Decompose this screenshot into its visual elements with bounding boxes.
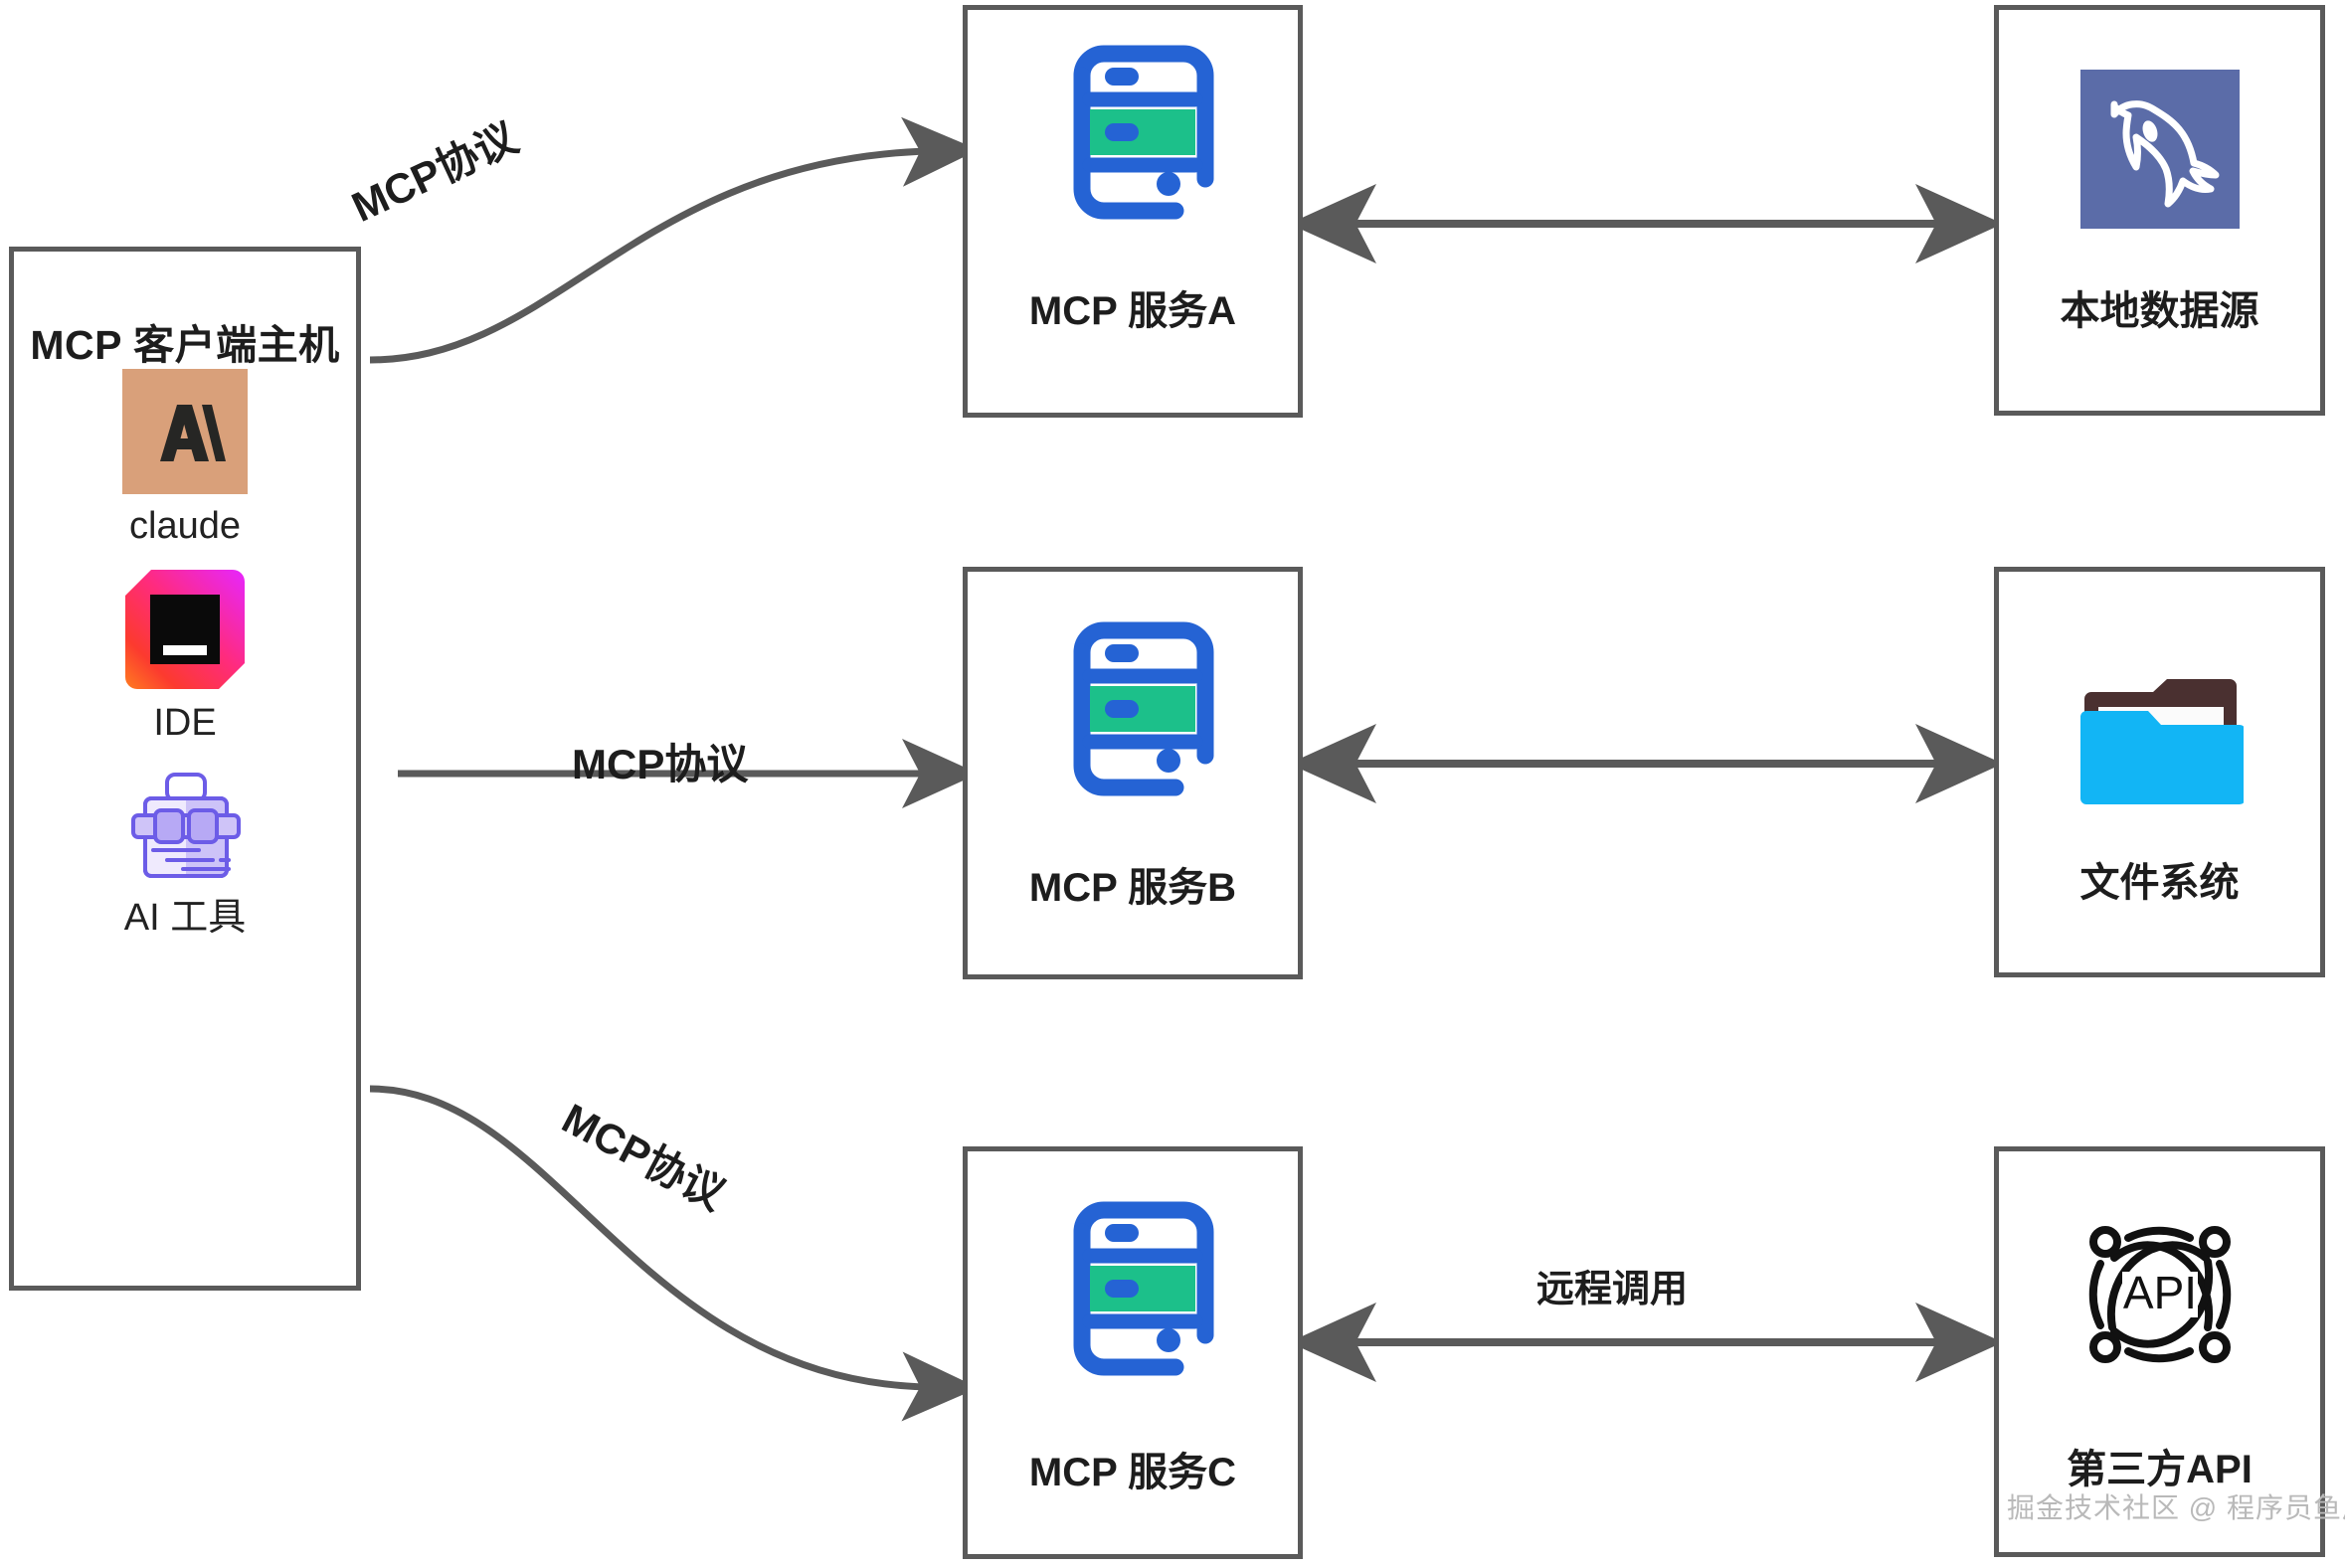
watermark: 掘金技术社区 @ 程序员鱼皮 (2007, 1492, 2345, 1523)
svg-text:API: API (2122, 1267, 2196, 1318)
third-party-api-box[interactable]: API 第三方API (1994, 1146, 2325, 1557)
client-item-label: IDE (153, 702, 217, 744)
third-party-api-label: 第三方API (2067, 1448, 2253, 1491)
filesystem-icon-container (1999, 671, 2320, 810)
filesystem-label: 文件系统 (2079, 861, 2240, 905)
claude-logo-icon (122, 369, 248, 494)
client-host-box[interactable]: MCP 客户端主机 claude (9, 247, 361, 1291)
client-item-label: AI 工具 (123, 897, 247, 939)
edge-label-remote-call: 远程调用 (1536, 1269, 1689, 1310)
mcp-server-a-label: MCP 服务A (1028, 289, 1237, 333)
api-icon-container: API (1999, 1216, 2320, 1373)
jetbrains-logo-icon (123, 568, 247, 691)
local-datasource-box[interactable]: 本地数据源 (1994, 5, 2325, 416)
api-network-icon: API (2080, 1216, 2240, 1373)
mcp-server-c-label: MCP 服务C (1028, 1451, 1237, 1494)
client-item-ide[interactable]: IDE (14, 568, 356, 745)
mcp-server-a-box[interactable]: MCP 服务A (963, 5, 1303, 418)
client-item-ai-tools[interactable]: AI 工具 (14, 769, 356, 940)
server-icon-container (968, 616, 1298, 805)
toolbox-icon (121, 769, 249, 886)
folder-icon (2076, 671, 2246, 810)
datasource-icon-container (1999, 70, 2320, 229)
mcp-server-b-box[interactable]: MCP 服务B (963, 567, 1303, 979)
mcp-server-b-label: MCP 服务B (1028, 866, 1237, 910)
client-item-claude[interactable]: claude (14, 369, 356, 548)
server-rack-icon (1073, 621, 1214, 796)
client-host-title: MCP 客户端主机 (30, 322, 340, 368)
server-rack-icon (1073, 45, 1214, 220)
client-item-label: claude (129, 505, 241, 547)
mcp-server-c-box[interactable]: MCP 服务C (963, 1146, 1303, 1559)
server-icon-container (968, 40, 1298, 229)
server-rack-icon (1073, 1201, 1214, 1376)
server-icon-container (968, 1196, 1298, 1385)
edge-label-mcp-protocol-c: MCP协议 (554, 1094, 733, 1219)
edge-label-mcp-protocol-b: MCP协议 (572, 741, 749, 787)
filesystem-box[interactable]: 文件系统 (1994, 567, 2325, 977)
local-datasource-label: 本地数据源 (2060, 289, 2259, 333)
edge-label-mcp-protocol-a: MCP协议 (344, 113, 525, 231)
mysql-dolphin-icon (2079, 70, 2240, 229)
